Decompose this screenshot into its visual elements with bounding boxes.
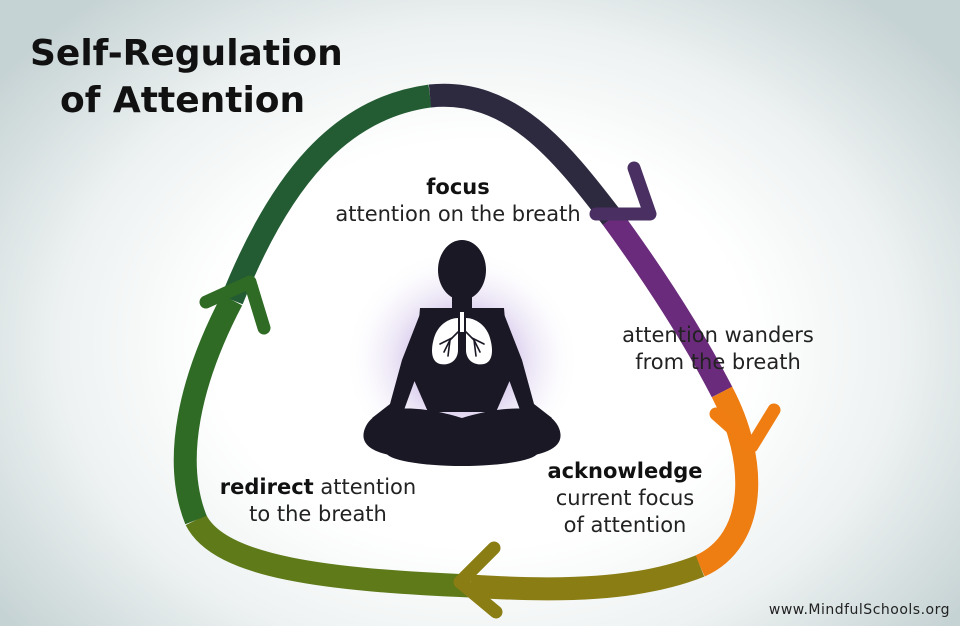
arc-segment-right <box>602 211 733 398</box>
footer-url: www.MindfulSchools.org <box>768 602 950 618</box>
stage-acknowledge-keyword: acknowledge <box>547 459 703 483</box>
page-title: Self-Regulation of Attention <box>30 30 343 124</box>
arrowheads <box>199 161 781 619</box>
stage-wanders-line-2: from the breath <box>635 350 801 374</box>
arrowhead-left-icon <box>199 275 271 335</box>
stage-focus-text: attention on the breath <box>335 202 581 226</box>
stage-focus: focus attention on the breath <box>318 174 598 228</box>
stage-acknowledge: acknowledge current focus of attention <box>520 458 730 539</box>
stage-acknowledge-line-2: of attention <box>563 513 687 537</box>
stage-redirect: redirect attention to the breath <box>188 474 448 528</box>
stage-wanders-line-1: attention wanders <box>622 323 814 347</box>
title-line-2: of Attention <box>60 80 306 121</box>
stage-redirect-line-2: to the breath <box>249 502 387 526</box>
arc-segment-top <box>428 83 622 225</box>
arc-segment-orange <box>694 386 759 577</box>
stage-wanders: attention wanders from the breath <box>600 322 836 376</box>
arrowhead-right-icon <box>709 403 781 453</box>
stage-redirect-keyword: redirect <box>219 475 314 499</box>
arrowhead-top-right-icon <box>589 161 657 221</box>
stage-acknowledge-line-1: current focus <box>555 486 695 510</box>
lungs-icon <box>432 312 492 365</box>
arc-segment-bottom-left <box>185 514 471 598</box>
arrowhead-bottom-icon <box>453 541 503 619</box>
stage-redirect-text: attention <box>313 475 417 499</box>
arc-segment-left <box>173 294 243 525</box>
meditating-figure-icon <box>344 240 580 472</box>
stage-focus-keyword: focus <box>426 175 490 199</box>
title-line-1: Self-Regulation <box>30 33 343 74</box>
arc-segment-top-left <box>221 84 432 305</box>
cycle-arrow <box>173 83 759 601</box>
arc-segment-bottom <box>469 555 705 601</box>
